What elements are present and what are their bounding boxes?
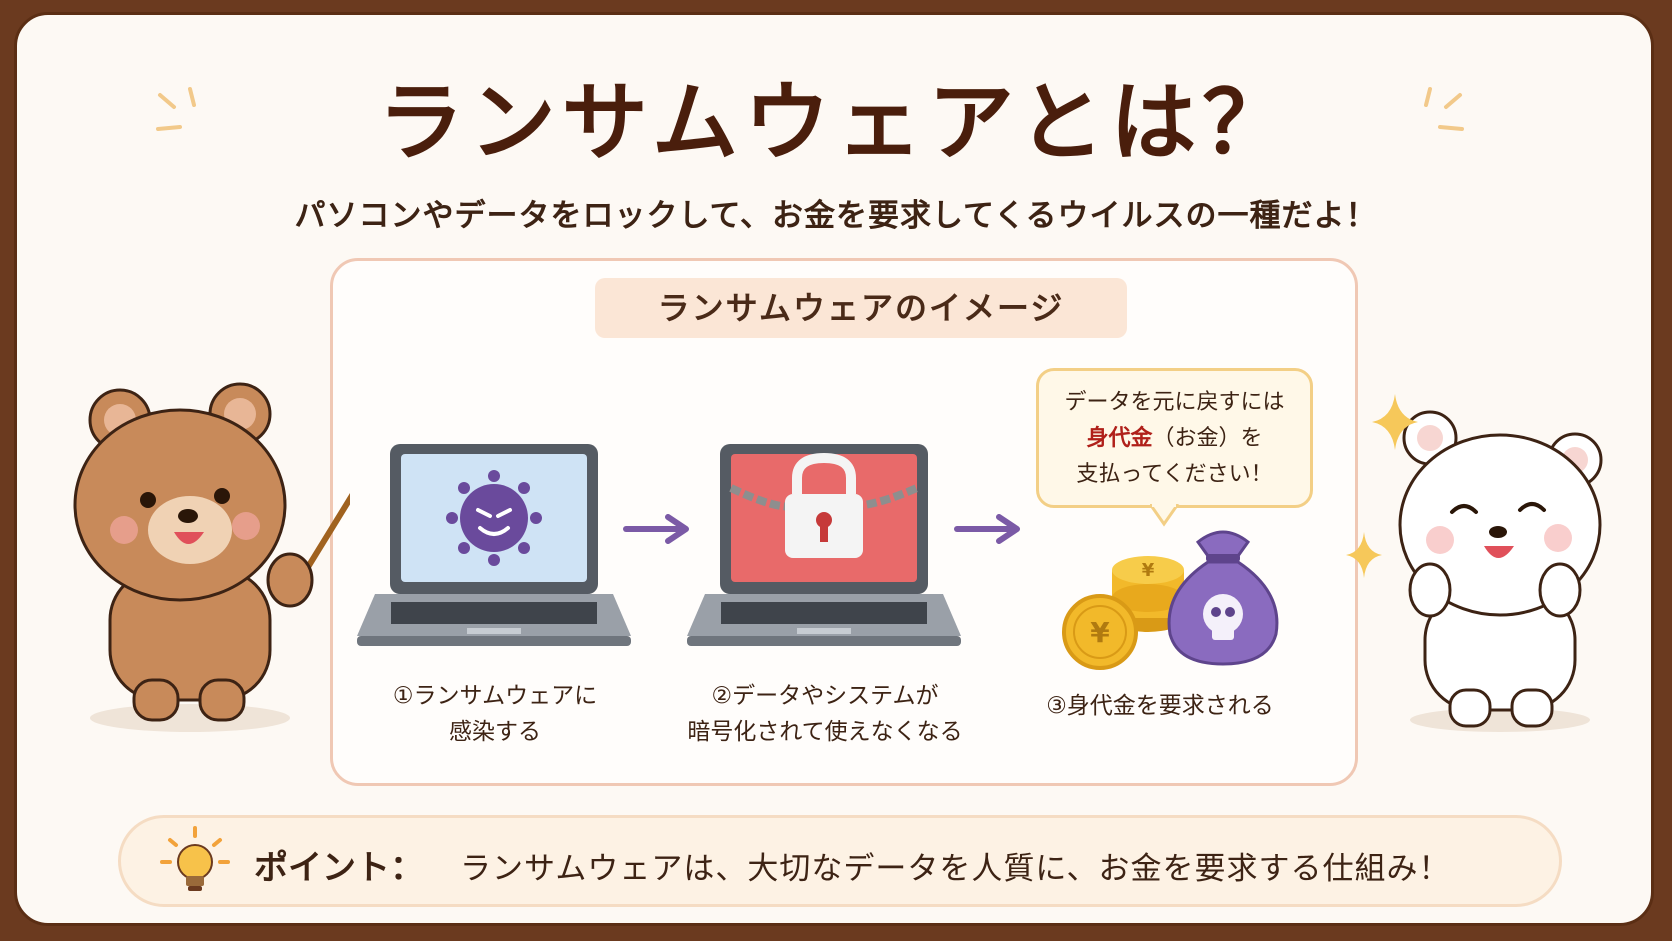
point-box xyxy=(118,815,1562,907)
coin-yen-label-back: ¥ xyxy=(1142,560,1155,581)
panel-title: ランサムウェアのイメージ xyxy=(595,278,1127,338)
bubble-ransom-word: 身代金 xyxy=(1086,426,1153,451)
infected-laptop-icon xyxy=(357,444,631,646)
sparkle-star-icon-2 xyxy=(1346,532,1382,578)
arrow-right-icon-2 xyxy=(954,514,1020,544)
page-subtitle: パソコンやデータをロックして、お金を要求してくるウイルスの一種だよ！ xyxy=(294,198,1378,234)
brown-bear-teacher-icon xyxy=(73,382,350,732)
step-2-line-1: ②データやシステムが xyxy=(711,683,939,709)
right-sparkle-lines-icon xyxy=(1424,87,1464,131)
point-label: ポイント： xyxy=(254,848,424,888)
lightbulb-icon xyxy=(160,826,230,891)
step-1-line-2: 感染する xyxy=(449,719,541,745)
page-title: ランサムウェアとは？ xyxy=(377,73,1295,173)
bubble-line-2: （お金）を xyxy=(1152,426,1263,451)
locked-laptop-icon xyxy=(687,444,961,646)
point-text: ランサムウェアは、大切なデータを人質に、お金を要求する仕組み！ xyxy=(460,851,1451,887)
step-1-caption: ①ランサムウェアに 感染する xyxy=(345,678,645,750)
money-bag-skull-icon xyxy=(1167,530,1279,666)
bubble-line-3: 支払ってください！ xyxy=(1076,462,1273,487)
sparkle-star-icon xyxy=(1372,394,1418,450)
step-3-line-1: ③身代金を要求される xyxy=(1046,693,1274,719)
step-2-caption: ②データやシステムが 暗号化されて使えなくなる xyxy=(650,678,1000,750)
arrow-right-icon xyxy=(623,514,689,544)
white-bear-icon xyxy=(1398,410,1603,732)
step-3-caption: ③身代金を要求される xyxy=(1010,688,1310,724)
ransom-speech-bubble: データを元に戻すには 身代金（お金）を 支払ってください！ xyxy=(1036,368,1313,508)
left-sparkle-lines-icon xyxy=(156,87,196,131)
step-2-line-2: 暗号化されて使えなくなる xyxy=(687,719,963,745)
bubble-line-1: データを元に戻すには xyxy=(1064,390,1285,415)
bubble-tail xyxy=(1150,504,1180,527)
step-1-line-1: ①ランサムウェアに xyxy=(392,683,598,709)
coin-yen-label-front: ¥ xyxy=(1090,616,1110,649)
